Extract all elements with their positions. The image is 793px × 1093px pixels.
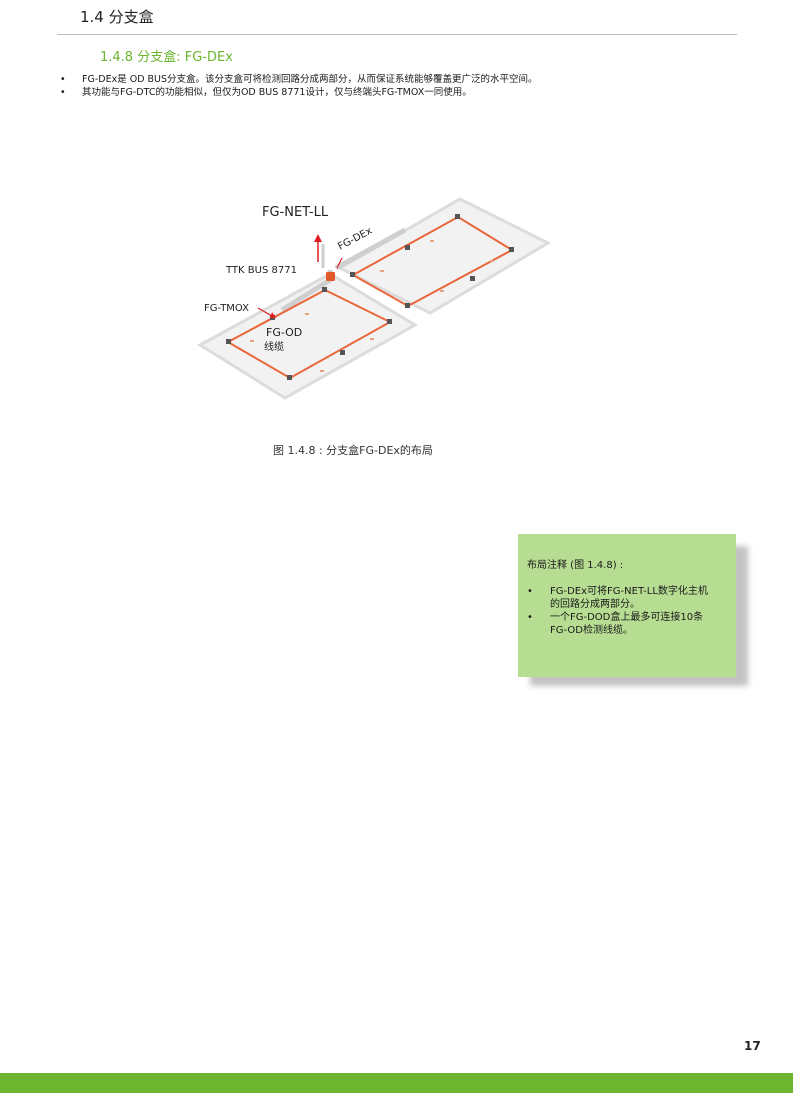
label-fg-net-ll: FG-NET-LL (262, 205, 329, 220)
fg-dex-box (326, 272, 335, 281)
label-fg-tmox: FG-TMOX (204, 303, 249, 314)
note-item: • 一个FG-DOD盒上最多可连接10条 FG-OD检测线缆。 (527, 611, 732, 637)
bullet-icon: • (527, 612, 533, 623)
note-item-line: FG-OD检测线缆。 (550, 625, 633, 636)
note-item-text: 一个FG-DOD盒上最多可连接10条 FG-OD检测线缆。 (550, 611, 703, 637)
floor-plate-left (197, 272, 418, 400)
chapter-title: 1.4 分支盒 (80, 8, 154, 26)
bullet-text: 其功能与FG-DTC的功能相似，但仅为OD BUS 8771设计，仅与终端头FG… (82, 87, 472, 98)
note-list: • FG-DEx可将FG-NET-LL数字化主机 的回路分成两部分。 • 一个F… (527, 585, 732, 637)
floor-plate-right (336, 197, 552, 315)
tmox-arrow-head-icon (270, 312, 276, 318)
note-item-text: FG-DEx可将FG-NET-LL数字化主机 的回路分成两部分。 (550, 585, 708, 611)
intro-bullet-item: • 其功能与FG-DTC的功能相似，但仅为OD BUS 8771设计，仅与终端头… (60, 86, 740, 99)
up-arrow-head-icon (314, 234, 322, 242)
bullet-text: FG-DEx是 OD BUS分支盒。该分支盒可将检测回路分成两部分，从而保证系统… (82, 74, 538, 85)
note-item-line: FG-DEx可将FG-NET-LL数字化主机 (550, 586, 708, 597)
layout-diagram: FG-NET-LL FG-DEx TTK BUS 8771 FG-TMOX FG… (190, 190, 560, 409)
intro-bullet-item: • FG-DEx是 OD BUS分支盒。该分支盒可将检测回路分成两部分，从而保证… (60, 73, 740, 86)
note-item-line: 一个FG-DOD盒上最多可连接10条 (550, 612, 704, 623)
figure-caption: 图 1.4.8 : 分支盒FG-DEx的布局 (273, 444, 433, 457)
note-item: • FG-DEx可将FG-NET-LL数字化主机 的回路分成两部分。 (527, 585, 732, 611)
note-item-line: 的回路分成两部分。 (550, 599, 640, 610)
layout-diagram-svg: FG-NET-LL FG-DEx TTK BUS 8771 FG-TMOX FG… (197, 197, 552, 400)
bullet-icon: • (527, 586, 533, 597)
label-fg-od: FG-OD (266, 326, 302, 339)
layout-note-box: 布局注释 (图 1.4.8) : • FG-DEx可将FG-NET-LL数字化主… (518, 534, 736, 677)
bus-cable-right (334, 227, 407, 271)
label-ttk-bus: TTK BUS 8771 (225, 265, 297, 276)
intro-bullet-list: • FG-DEx是 OD BUS分支盒。该分支盒可将检测回路分成两部分，从而保证… (60, 73, 740, 99)
zone-markers (250, 240, 494, 372)
page-number: 17 (744, 1039, 761, 1053)
bullet-icon: • (60, 87, 66, 98)
bullet-icon: • (60, 74, 66, 85)
label-cable: 线缆 (264, 340, 284, 353)
sensor-nodes (226, 214, 514, 380)
dex-pointer-arrow-icon (336, 257, 343, 269)
section-title: 1.4.8 分支盒: FG-DEx (100, 50, 233, 65)
header-divider (57, 34, 737, 35)
tmox-pointer-arrow-icon (257, 307, 273, 317)
footer-bar (0, 1073, 793, 1093)
note-title: 布局注释 (图 1.4.8) : (527, 560, 624, 571)
